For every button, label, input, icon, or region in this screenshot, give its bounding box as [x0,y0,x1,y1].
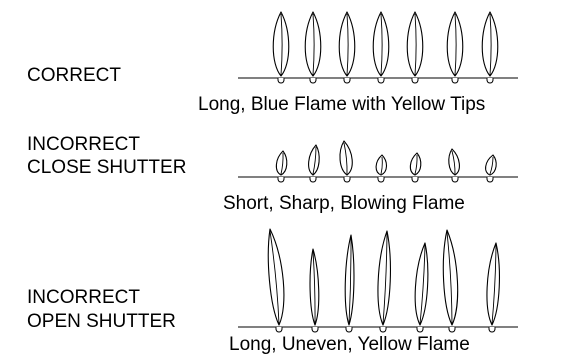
label-open-shutter-line2: OPEN SHUTTER [27,310,176,333]
flames-close-shutter [276,141,496,182]
flame-open-shutter-3 [345,235,354,332]
flame-close-shutter-7 [486,155,497,182]
flame-close-shutter-2 [309,145,320,182]
burner-row-close-shutter [238,141,518,182]
caption-close-shutter: Short, Sharp, Blowing Flame [223,192,465,215]
burner-row-open-shutter [238,229,518,332]
caption-correct: Long, Blue Flame with Yellow Tips [198,93,485,116]
flame-close-shutter-4 [376,155,386,182]
flame-open-shutter-2 [310,249,319,332]
burner-row-correct [238,12,518,83]
flame-correct-4 [373,12,389,83]
flame-correct-5 [407,12,423,83]
flame-open-shutter-4 [378,231,390,332]
flames-correct [273,12,498,83]
flame-open-shutter-1 [268,229,284,332]
caption-open-shutter: Long, Uneven, Yellow Flame [229,333,470,356]
flame-correct-7 [482,12,498,83]
flames-open-shutter [268,229,499,332]
flame-correct-2 [305,12,321,83]
flame-open-shutter-7 [487,243,499,332]
flame-correct-6 [447,12,463,83]
flame-open-shutter-6 [443,230,457,332]
flame-open-shutter-5 [415,243,428,332]
flame-correct-1 [273,12,289,83]
flame-close-shutter-5 [410,153,420,182]
flame-close-shutter-3 [340,141,352,182]
flame-correct-3 [339,12,355,83]
label-close-shutter-line2: CLOSE SHUTTER [27,156,186,179]
label-open-shutter-line1: INCORRECT [27,286,140,309]
label-close-shutter-line1: INCORRECT [27,133,140,156]
label-correct: CORRECT [27,64,121,87]
